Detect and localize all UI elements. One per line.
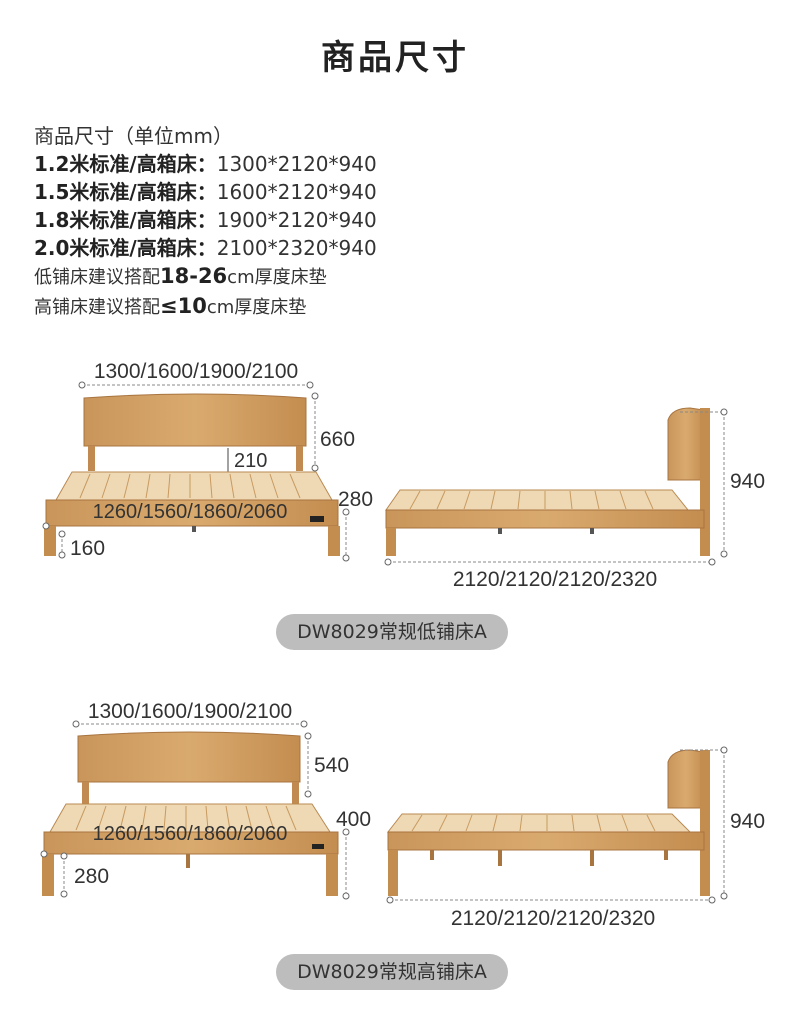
headboard-height-label: 540 bbox=[314, 754, 349, 777]
spec-size-value: 1900*2120*940 bbox=[216, 208, 377, 232]
inner-width-label: 1260/1560/1860/2060 bbox=[93, 823, 288, 845]
low-bed-front-view: 1300/1600/1900/2100 660 210 1260/1560/18… bbox=[42, 360, 373, 562]
mattress-high-note: 高铺床建议搭配≤10cm厚度床垫 bbox=[34, 292, 377, 322]
low-bed-side-view: 940 2120/2120/2120/2320 bbox=[384, 407, 765, 591]
note-text: 高铺床建议搭配 bbox=[34, 297, 160, 318]
spec-size-value: 1300*2120*940 bbox=[216, 152, 377, 176]
length-label: 2120/2120/2120/2320 bbox=[453, 568, 657, 591]
total-height-label: 940 bbox=[730, 470, 765, 493]
length-label: 2120/2120/2120/2320 bbox=[451, 907, 655, 930]
total-height-label: 940 bbox=[730, 810, 765, 833]
note-highlight: ≤10 bbox=[160, 294, 207, 318]
high-bed-side-view: 940 2120/2120/2120/2320 bbox=[386, 746, 765, 930]
spec-size-label: 1.2米标准/高箱床： bbox=[34, 152, 217, 176]
width-label: 1300/1600/1900/2100 bbox=[94, 360, 298, 383]
headboard-height-label: 660 bbox=[320, 428, 355, 451]
note-text: 厚度床垫 bbox=[254, 267, 327, 288]
product-name-badge: DW8029常规高铺床A bbox=[276, 954, 508, 990]
note-text: 厚度床垫 bbox=[234, 297, 307, 318]
headboard bbox=[77, 731, 301, 783]
high-bed-front-view: 1300/1600/1900/2100 540 1260/1560/1860/2… bbox=[40, 700, 371, 900]
page-title: 商品尺寸 bbox=[321, 38, 469, 78]
note-text: 低铺床建议搭配 bbox=[34, 267, 160, 288]
leg-height-label: 280 bbox=[74, 865, 109, 888]
spec-size-value: 2100*2320*940 bbox=[216, 236, 377, 260]
note-highlight: 18-26 bbox=[160, 264, 228, 288]
headboard-side bbox=[667, 749, 705, 809]
spec-size-row: 2.0米标准/高箱床：2100*2320*940 bbox=[34, 234, 377, 262]
spec-size-label: 2.0米标准/高箱床： bbox=[34, 236, 217, 260]
side-height-label: 400 bbox=[336, 808, 371, 831]
inner-width-label: 1260/1560/1860/2060 bbox=[93, 501, 288, 523]
spec-size-label: 1.5米标准/高箱床： bbox=[34, 180, 217, 204]
high-bed-section: 1300/1600/1900/2100 540 1260/1560/1860/2… bbox=[0, 690, 790, 1011]
side-rail bbox=[43, 831, 339, 855]
mattress-low-note: 低铺床建议搭配18-26cm厚度床垫 bbox=[34, 262, 377, 292]
side-height-label: 280 bbox=[338, 488, 373, 511]
leg-height-label: 160 bbox=[70, 537, 105, 560]
width-label: 1300/1600/1900/2100 bbox=[88, 700, 292, 723]
spec-size-value: 1600*2120*940 bbox=[216, 180, 377, 204]
headboard bbox=[83, 393, 307, 447]
spec-unit-line: 商品尺寸（单位mm） bbox=[34, 124, 233, 148]
headboard-side bbox=[667, 407, 705, 481]
spec-list: 商品尺寸（单位mm） 1.2米标准/高箱床：1300*2120*940 1.5米… bbox=[34, 122, 377, 322]
note-unit: cm bbox=[227, 267, 255, 288]
high-bed-diagram: 1300/1600/1900/2100 540 1260/1560/1860/2… bbox=[40, 700, 765, 930]
spec-size-row: 1.5米标准/高箱床：1600*2120*940 bbox=[34, 178, 377, 206]
spec-size-row: 1.2米标准/高箱床：1300*2120*940 bbox=[34, 150, 377, 178]
spec-size-row: 1.8米标准/高箱床：1900*2120*940 bbox=[34, 206, 377, 234]
product-name-badge: DW8029常规低铺床A bbox=[276, 614, 508, 650]
low-bed-diagram: 1300/1600/1900/2100 660 210 1260/1560/18… bbox=[42, 360, 765, 591]
headboard-gap-label: 210 bbox=[234, 450, 267, 472]
spec-size-label: 1.8米标准/高箱床： bbox=[34, 208, 217, 232]
low-bed-section: 1300/1600/1900/2100 660 210 1260/1560/18… bbox=[0, 350, 790, 660]
note-unit: cm bbox=[206, 297, 235, 318]
